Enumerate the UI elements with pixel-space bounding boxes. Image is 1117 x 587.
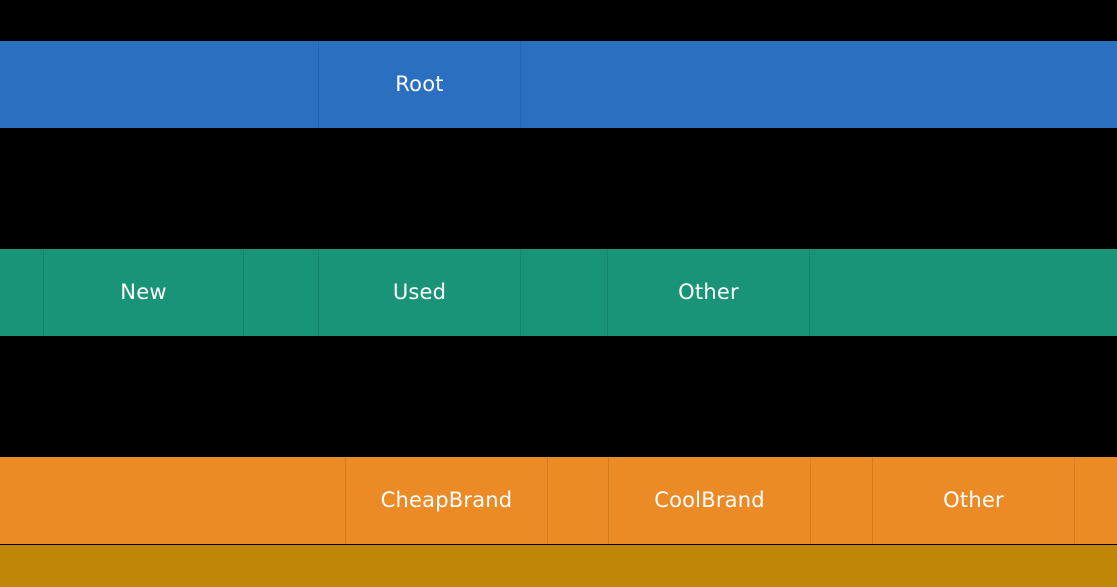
node-new[interactable]: New — [43, 249, 243, 336]
node-unlabeled[interactable] — [810, 457, 872, 544]
node-other[interactable]: Other — [607, 249, 809, 336]
node-root[interactable]: Root — [318, 41, 520, 128]
node-coolbrand[interactable]: CoolBrand — [608, 457, 810, 544]
level-1-condition: New Used Other — [0, 249, 1117, 336]
level-0-root: Root — [0, 41, 1117, 128]
node-label: Other — [678, 280, 739, 304]
node-unlabeled[interactable] — [1074, 457, 1117, 544]
level-3-leaf — [0, 545, 1117, 587]
node-unlabeled[interactable] — [0, 41, 318, 128]
node-unlabeled[interactable] — [809, 249, 1117, 336]
node-cheapbrand[interactable]: CheapBrand — [345, 457, 547, 544]
node-unlabeled[interactable] — [0, 545, 1117, 587]
node-label: Other — [943, 488, 1004, 512]
node-unlabeled[interactable] — [520, 249, 607, 336]
node-unlabeled[interactable] — [520, 41, 1117, 128]
node-label: CoolBrand — [654, 488, 765, 512]
node-other[interactable]: Other — [872, 457, 1074, 544]
node-used[interactable]: Used — [318, 249, 520, 336]
node-label: CheapBrand — [380, 488, 513, 512]
node-label: New — [120, 280, 167, 304]
node-label: Root — [395, 72, 444, 96]
node-unlabeled[interactable] — [0, 249, 43, 336]
node-unlabeled[interactable] — [243, 249, 318, 336]
node-unlabeled[interactable] — [0, 457, 345, 544]
node-label: Used — [392, 280, 447, 304]
node-unlabeled[interactable] — [547, 457, 608, 544]
level-2-brand: CheapBrand CoolBrand Other — [0, 457, 1117, 544]
